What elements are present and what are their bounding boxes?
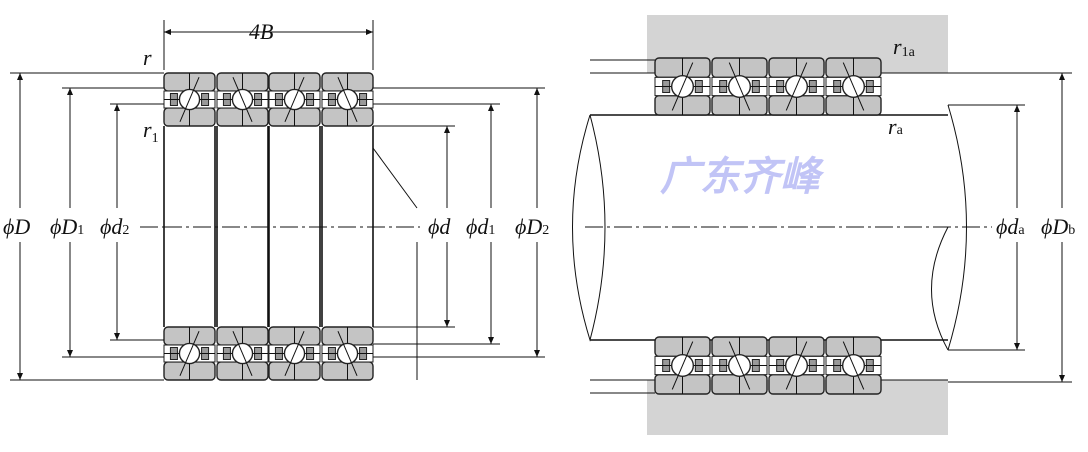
bearing-unit <box>711 57 768 116</box>
bearing-unit <box>768 336 825 395</box>
right-bearing-set <box>654 57 882 395</box>
r1-label: r1 <box>143 117 159 146</box>
Db-label: ϕDb <box>1041 214 1075 239</box>
bearing-unit <box>163 326 216 381</box>
r-label: r <box>143 45 152 70</box>
bearing-unit <box>768 57 825 116</box>
bearing-unit <box>654 336 711 395</box>
d-label: ϕd <box>428 214 451 239</box>
d1-label: ϕd1 <box>466 214 495 239</box>
D2-label: ϕD2 <box>515 214 549 239</box>
D-label: ϕD <box>3 214 30 239</box>
bearing-unit <box>825 336 882 395</box>
bearing-unit <box>268 326 321 381</box>
bearing-unit <box>321 72 374 127</box>
bearing-unit <box>268 72 321 127</box>
width-label: 4B <box>249 19 273 44</box>
bearing-unit <box>216 326 269 381</box>
r1a-label: r1a <box>893 34 916 60</box>
left-bearing-set <box>163 72 374 381</box>
bearing-unit <box>163 72 216 127</box>
left-dimension-lines <box>10 20 545 381</box>
d2-label: ϕd2 <box>100 214 129 239</box>
watermark: 广东齐峰 <box>660 154 825 200</box>
bearing-unit <box>711 336 768 395</box>
ra-label: ra <box>888 114 904 139</box>
bearing-unit <box>825 57 882 116</box>
D1-label: ϕD1 <box>50 214 84 239</box>
bearing-unit <box>654 57 711 116</box>
left-labels: 4B r r1 ϕD ϕD1 ϕd2 ϕd ϕd1 ϕD2 <box>3 19 549 239</box>
bearing-unit <box>321 326 374 381</box>
bearing-unit <box>216 72 269 127</box>
right-dimension-lines <box>948 72 1072 383</box>
da-label: ϕda <box>996 214 1025 239</box>
right-labels: r1a ra ϕda ϕDb <box>888 34 1075 239</box>
